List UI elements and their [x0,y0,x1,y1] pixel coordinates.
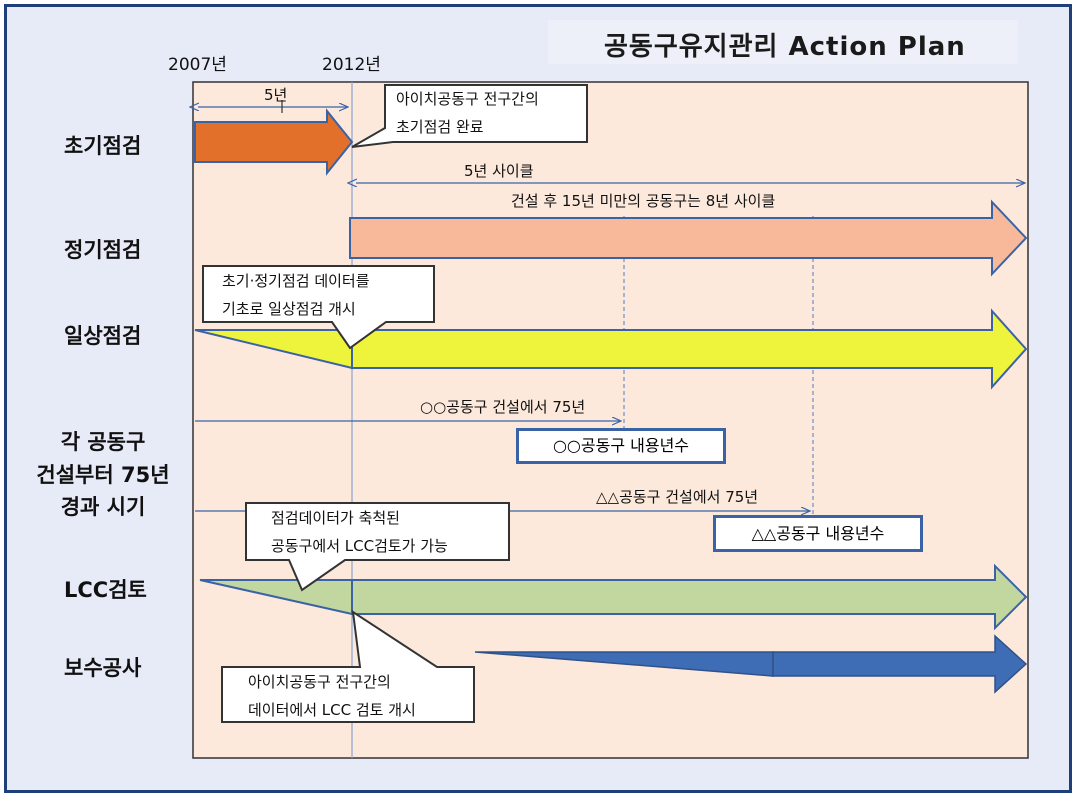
oo-life-box-text: ○○공동구 내용년수 [552,436,690,455]
row-label-elapsed: 각 공동구 건설부터 75년 경과 시기 [28,426,178,524]
daily-inspection-arrow [351,308,1028,390]
callout-lcc-start-line-2: 데이터에서 LCC 검토 개시 [248,700,416,719]
repair-work-arrow [772,634,1028,694]
year-mid-label: 2012년 [322,55,381,75]
callout-lcc-possible-text: 점검데이터가 축척된 공동구에서 LCC검토가 가능 [271,505,448,561]
timeline-panel [192,81,1029,759]
page-title: 공동구유지관리 Action Plan [604,32,966,62]
row-label-initial-inspection: 초기점검 [64,134,142,158]
callout-lcc-start-line-1: 아이치공동구 전구간의 [248,673,391,691]
row-label-elapsed-line-1: 각 공동구 [60,430,146,454]
callout-daily-start [202,265,435,350]
tt-construction-label: △△공동구 건설에서 75년 [596,488,759,506]
callout-lcc-possible-line-2: 공동구에서 LCC검토가 가능 [271,536,448,555]
initial-inspection-arrow [194,108,354,176]
callout-lcc-possible [245,502,510,592]
lcc-review-arrow [351,563,1028,631]
callout-lcc-start [221,609,475,723]
oo-life-box: ○○공동구 내용년수 [516,428,726,464]
callout-lcc-possible-line-1: 점검데이터가 축척된 [271,509,400,527]
eight-year-cycle-label: 건설 후 15년 미만의 공동구는 8년 사이클 [511,192,776,210]
callout-daily-start-line-2: 기초로 일상점검 개시 [222,299,356,318]
callout-initial-done-text: 아이치공동구 전구간의 초기점검 완료 [396,86,539,142]
five-year-cycle-label: 5년 사이클 [464,162,534,180]
row-label-elapsed-background [26,428,178,524]
callout-lcc-start-text: 아이치공동구 전구간의 데이터에서 LCC 검토 개시 [248,669,416,725]
year-start-label: 2007년 [168,55,227,75]
row-label-regular-inspection: 정기점검 [64,238,142,262]
callout-daily-start-line-1: 초기·정기점검 데이터를 [222,272,370,290]
row-label-elapsed-line-3: 경과 시기 [60,495,146,520]
row-label-repair-work: 보수공사 [64,656,142,680]
five-years-label: 5년 [264,86,288,104]
callout-initial-done-line-2: 초기점검 완료 [396,117,484,136]
tt-life-box-text: △△공동구 내용년수 [751,524,885,543]
row-label-lcc-review: LCC검토 [64,578,147,602]
title-background [548,20,1018,64]
callout-initial-done [351,84,588,148]
row-label-daily-inspection: 일상점검 [64,324,142,348]
regular-inspection-arrow [349,199,1028,277]
oo-construction-label: ○○공동구 건설에서 75년 [420,398,586,416]
tt-life-box: △△공동구 내용년수 [713,515,923,552]
row-label-elapsed-line-2: 건설부터 75년 [36,462,170,487]
callout-daily-start-text: 초기·정기점검 데이터를 기초로 일상점검 개시 [222,268,370,324]
callout-initial-done-line-1: 아이치공동구 전구간의 [396,90,539,108]
